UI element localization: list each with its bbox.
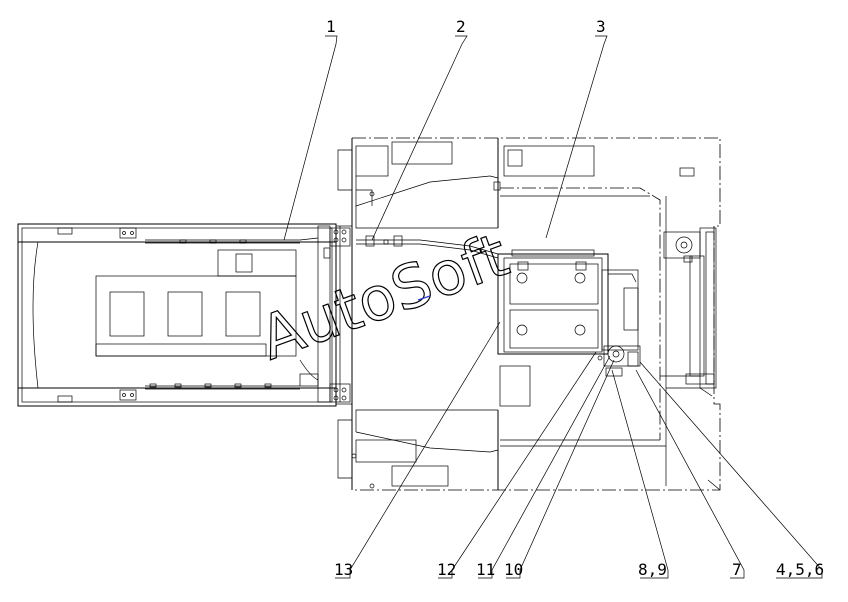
- battery-compartment: [356, 235, 641, 407]
- callout-8-9: 8,9: [638, 560, 667, 579]
- callout-4-5-6: 4,5,6: [776, 560, 824, 579]
- callout-13: 13: [334, 560, 353, 579]
- leader-lines: [283, 35, 823, 579]
- callout-3: 3: [596, 17, 606, 36]
- blue-mark: [417, 295, 431, 301]
- callout-12: 12: [437, 560, 456, 579]
- callout-1: 1: [326, 17, 336, 36]
- chassis-frame: [17, 223, 351, 407]
- callouts: 1 2 3 13 12 11 10 8,9 7 4,5,6: [326, 17, 824, 579]
- callout-2: 2: [456, 17, 466, 36]
- callout-11: 11: [476, 560, 495, 579]
- callout-7: 7: [732, 560, 742, 579]
- cab-body: [336, 137, 721, 491]
- callout-10: 10: [504, 560, 523, 579]
